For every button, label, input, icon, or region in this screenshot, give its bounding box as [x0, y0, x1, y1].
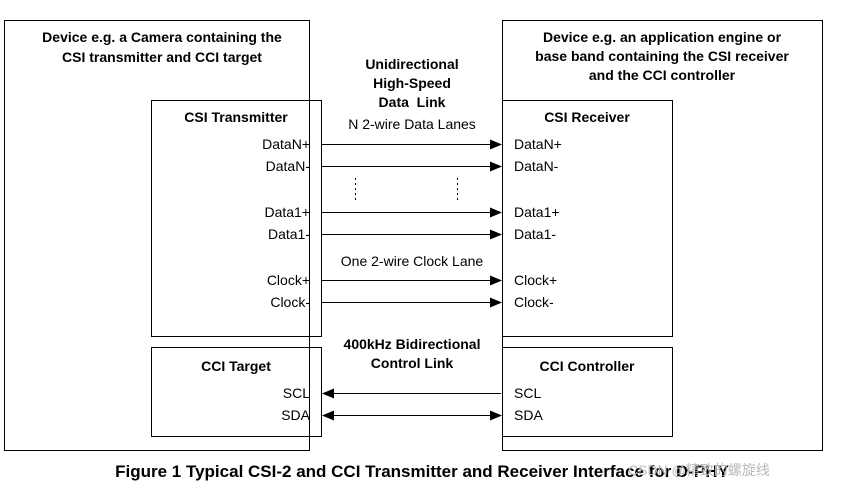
rx-clock-minus-label: Clock-	[514, 294, 554, 310]
csi-transmitter-box	[151, 100, 322, 337]
rx-data1-plus-label: Data1+	[514, 204, 560, 220]
left-device-title-line2: CSI transmitter and CCI target	[62, 49, 262, 65]
data-lanes-label: N 2-wire Data Lanes	[348, 116, 476, 132]
data-link-label-line1: Unidirectional	[365, 56, 458, 72]
left-device-box	[4, 20, 310, 451]
right-device-title-line2: base band containing the CSI receiver	[535, 48, 789, 64]
target-scl-label: SCL	[283, 385, 310, 401]
cci-controller-title: CCI Controller	[540, 358, 635, 374]
data-link-label-line3: Data Link	[379, 94, 446, 110]
watermark: CSDN @精致的螺旋线	[628, 462, 770, 478]
right-device-title-line3: and the CCI controller	[589, 67, 736, 83]
target-sda-label: SDA	[281, 407, 310, 423]
data-link-label-line2: High-Speed	[373, 75, 451, 91]
figure-caption: Figure 1 Typical CSI-2 and CCI Transmitt…	[115, 462, 729, 481]
control-link-label-line2: Control Link	[371, 355, 454, 371]
cci-target-box	[151, 347, 322, 437]
rx-clock-plus-label: Clock+	[514, 272, 557, 288]
tx-clock-minus-label: Clock-	[270, 294, 310, 310]
csi-receiver-title: CSI Receiver	[544, 109, 630, 125]
rx-dataN-minus-label: DataN-	[514, 158, 559, 174]
cci-controller-box	[502, 347, 673, 437]
tx-dataN-minus-label: DataN-	[266, 158, 311, 174]
control-link-label-line1: 400kHz Bidirectional	[344, 336, 481, 352]
rx-data1-minus-label: Data1-	[514, 226, 556, 242]
tx-dataN-plus-label: DataN+	[262, 136, 310, 152]
tx-clock-plus-label: Clock+	[267, 272, 310, 288]
controller-scl-label: SCL	[514, 385, 541, 401]
rx-dataN-plus-label: DataN+	[514, 136, 562, 152]
csi-transmitter-title: CSI Transmitter	[184, 109, 288, 125]
right-device-title-line1: Device e.g. an application engine or	[543, 29, 782, 45]
tx-data1-minus-label: Data1-	[268, 226, 310, 242]
clock-lane-label: One 2-wire Clock Lane	[341, 253, 484, 269]
cci-target-title: CCI Target	[201, 358, 271, 374]
controller-sda-label: SDA	[514, 407, 543, 423]
left-device-title-line1: Device e.g. a Camera containing the	[42, 29, 282, 45]
tx-data1-plus-label: Data1+	[264, 204, 310, 220]
csi-receiver-box	[502, 100, 673, 337]
